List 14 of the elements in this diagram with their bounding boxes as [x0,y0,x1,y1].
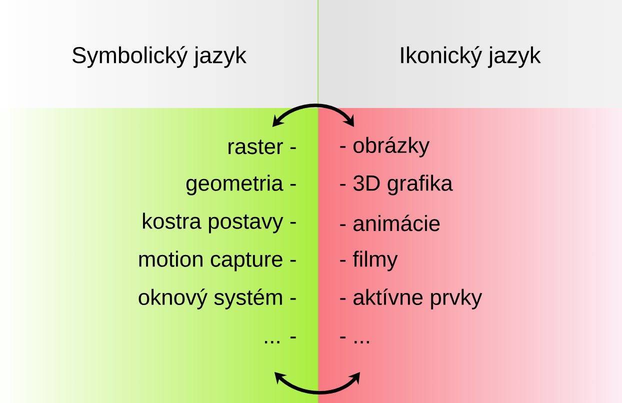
list-item: - 3D grafika [340,174,453,196]
list-item: kostra postavy - [143,212,296,234]
list-item: - animácie [340,214,440,232]
list-item: raster - [228,140,296,154]
list-item: geometria - [186,174,296,196]
list-item: - ... [340,336,369,344]
list-item: oknový systém - [138,288,296,310]
list-item: - filmy [340,250,398,272]
list-item: - aktívne prvky [340,288,482,310]
column-heading: Ikonický jazyk [401,46,541,68]
column-heading: Symbolický jazyk [72,46,247,68]
list-item: motion capture - [139,250,296,272]
list-item: ... - [265,336,296,344]
list-item: - obrázky [340,136,430,158]
